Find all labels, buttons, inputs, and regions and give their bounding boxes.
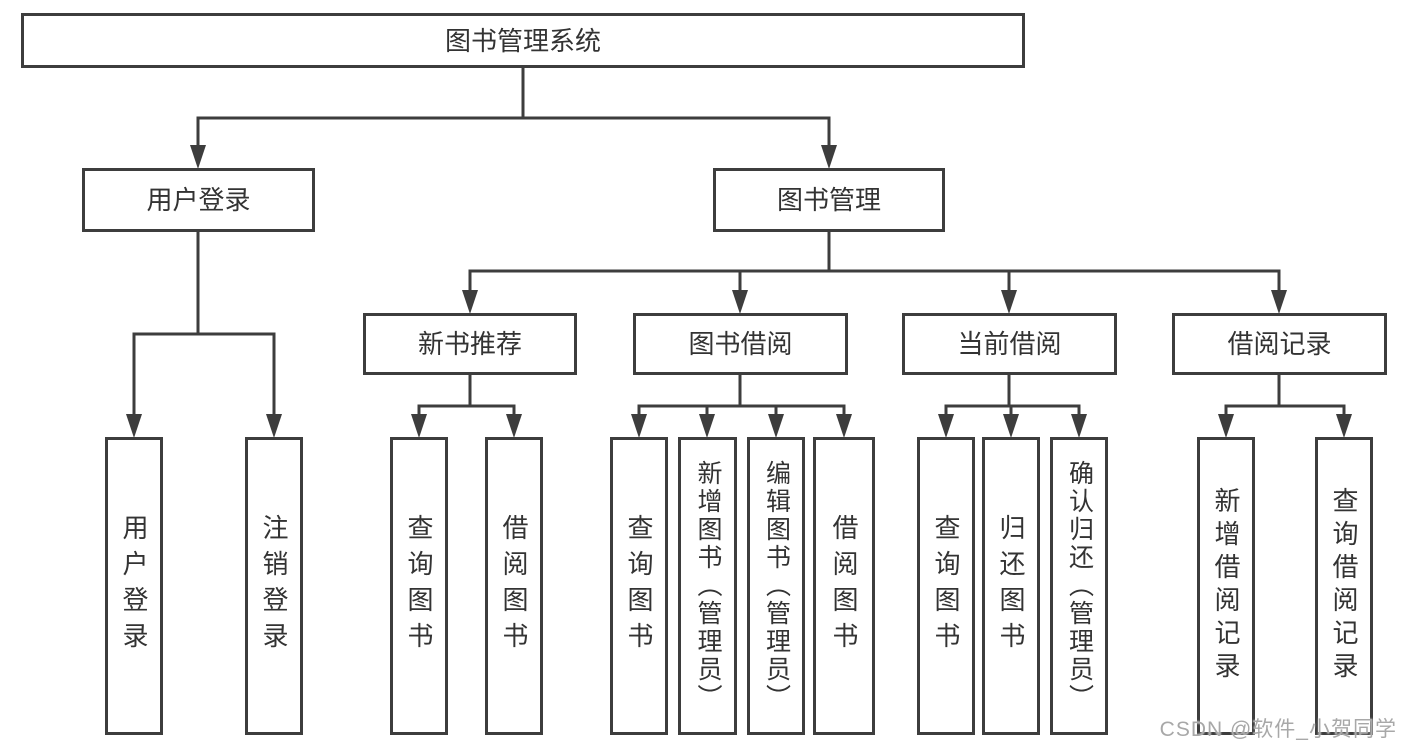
leaf-query-borrow-record: 查询借阅记录	[1315, 437, 1373, 735]
leaf-edit-books-admin: 编辑图书（管理员）	[747, 437, 805, 735]
leaf-query-books-recommend: 查询图书	[390, 437, 448, 735]
connector-currentborrow-to-leaves	[944, 373, 1081, 420]
leaf-add-books-admin: 新增图书（管理员）	[678, 437, 737, 735]
leaf-user-login: 用户登录	[105, 437, 163, 735]
leaf-query-books-borrow: 查询图书	[610, 437, 668, 735]
leaf-return-books: 归还图书	[982, 437, 1040, 735]
node-user-login: 用户登录	[82, 168, 315, 232]
leaf-query-books-current: 查询图书	[917, 437, 975, 735]
connector-root-to-level1	[196, 66, 831, 150]
arrowheads	[126, 145, 1352, 438]
connector-bookborrow-to-leaves	[637, 373, 846, 420]
node-book-borrowing: 图书借阅	[633, 313, 848, 375]
leaf-borrow-books: 借阅图书	[813, 437, 875, 735]
leaf-logout: 注销登录	[245, 437, 303, 735]
node-new-book-recommend: 新书推荐	[363, 313, 577, 375]
connector-newbookrec-to-leaves	[417, 373, 516, 420]
node-book-management: 图书管理	[713, 168, 945, 232]
csdn-watermark: CSDN @软件_小贺同学	[1159, 718, 1397, 741]
connector-userlogin-to-leaves	[132, 230, 276, 420]
node-current-borrowing: 当前借阅	[902, 313, 1117, 375]
leaf-confirm-return-admin: 确认归还（管理员）	[1050, 437, 1108, 735]
leaf-add-borrow-record: 新增借阅记录	[1197, 437, 1255, 735]
leaf-borrow-books-recommend: 借阅图书	[485, 437, 543, 735]
node-root-library-system: 图书管理系统	[21, 13, 1025, 68]
node-borrowing-records: 借阅记录	[1172, 313, 1387, 375]
connector-bookmgmt-to-level2	[468, 230, 1281, 296]
connector-borrowrecords-to-leaves	[1224, 373, 1346, 420]
